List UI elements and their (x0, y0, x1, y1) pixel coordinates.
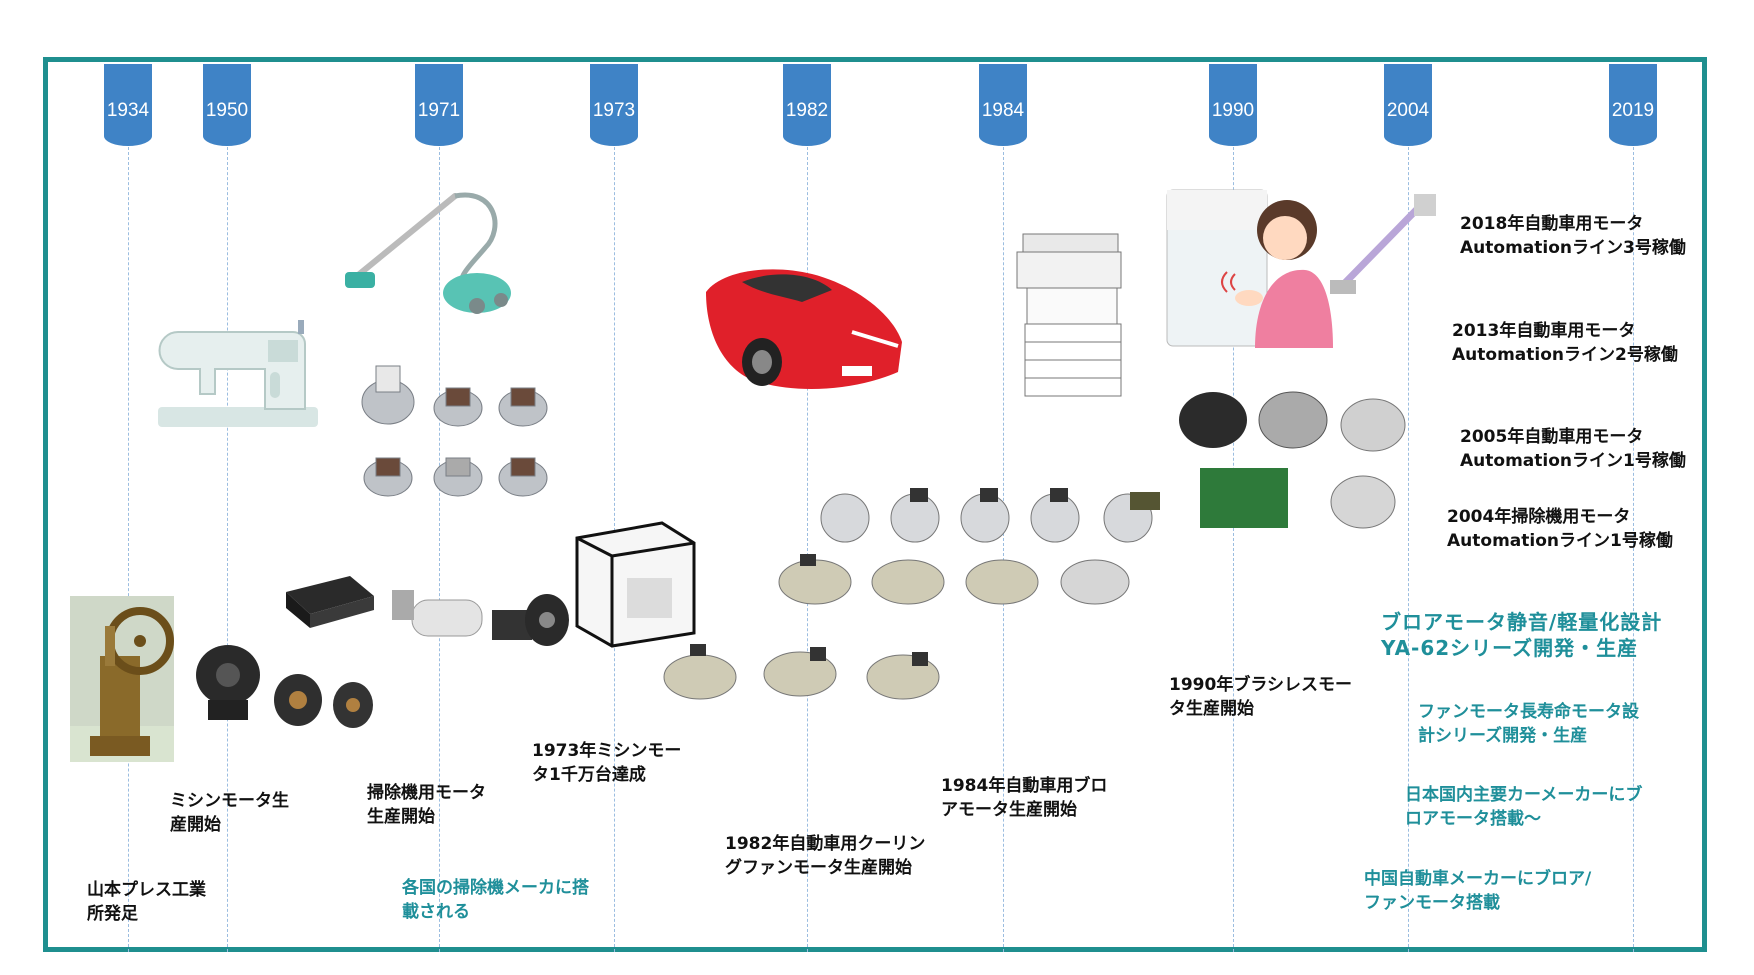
event-1971: 掃除機用モータ生産開始 (367, 781, 486, 829)
timeline-frame (43, 57, 1707, 952)
year-tab-1990: 1990 (1209, 64, 1257, 146)
event-1982: 1982年自動車用クーリングファンモータ生産開始 (725, 832, 925, 880)
guide-1984 (1003, 142, 1004, 952)
fan-motors (820, 488, 1160, 543)
red-car (706, 269, 902, 390)
foot-pedal (286, 576, 374, 628)
label-line: Automationライン3号稼働 (1460, 238, 1686, 258)
event-1950: ミシンモータ生産開始 (170, 789, 289, 837)
label-line: ブロアモータ静音/軽量化設計 (1381, 610, 1663, 634)
year-tab-1982: 1982 (783, 64, 831, 146)
label-line: 2004年掃除機用モータ (1447, 507, 1631, 527)
sewing-motors (196, 645, 373, 728)
label-line: 1984年自動車用ブロ (941, 776, 1108, 796)
year-label: 1934 (106, 100, 150, 121)
label-line: 掃除機用モータ (367, 783, 486, 803)
label-line: 載される (402, 902, 470, 922)
guide-2019 (1633, 142, 1634, 952)
year-label: 1973 (592, 100, 636, 121)
vacuum-cleaner (345, 192, 511, 314)
brushless-motors (1179, 391, 1406, 529)
year-tab-1973: 1973 (590, 64, 638, 146)
label-line: 2013年自動車用モータ (1452, 321, 1636, 341)
label-line: 産開始 (170, 815, 221, 835)
label-line: 各国の掃除機メーカに搭 (402, 878, 589, 898)
event-china-automakers: 中国自動車メーカーにブロア/ファンモータ搭載 (1364, 867, 1591, 915)
guide-1934 (128, 142, 129, 952)
year-label: 2004 (1386, 100, 1430, 121)
year-label: 2019 (1611, 100, 1655, 121)
label-line: グファンモータ生産開始 (725, 858, 912, 878)
event-2004: 2004年掃除機用モータ Automationライン1号稼働 (1447, 505, 1673, 553)
label-line: 日本国内主要カーメーカーにブ (1405, 785, 1643, 805)
label-line: 計シリーズ開発・生産 (1418, 726, 1588, 746)
label-line: 2018年自動車用モータ (1460, 214, 1644, 234)
girl-hand-dryer (1166, 189, 1333, 348)
press-machine (70, 596, 174, 762)
year-tab-1950: 1950 (203, 64, 251, 146)
guide-2004 (1408, 142, 1409, 952)
year-label: 1984 (981, 100, 1025, 121)
event-2005: 2005年自動車用モータ Automationライン1号稼働 (1460, 425, 1686, 473)
guide-1990 (1233, 142, 1234, 952)
year-label: 1950 (205, 100, 249, 121)
label-line: 2005年自動車用モータ (1460, 427, 1644, 447)
year-tab-1971: 1971 (415, 64, 463, 146)
guide-1982 (807, 142, 808, 952)
label-line: Automationライン1号稼働 (1447, 531, 1673, 551)
label-line: タ生産開始 (1169, 699, 1254, 719)
event-1984: 1984年自動車用ブロアモータ生産開始 (941, 774, 1107, 822)
guide-1950 (227, 142, 228, 952)
event-fan-design: ファンモータ長寿命モータ設計シリーズ開発・生産 (1418, 700, 1639, 748)
label-line: 生産開始 (367, 807, 435, 827)
sewing-motors-2 (392, 590, 569, 646)
label-line: ロアモータ搭載～ (1405, 809, 1541, 829)
label-line: 山本プレス工業 (87, 880, 206, 900)
label-line: YA-62シリーズ開発・生産 (1381, 636, 1639, 660)
event-japan-automakers: 日本国内主要カーメーカーにブロアモータ搭載～ (1405, 783, 1642, 831)
label-line: 中国自動車メーカーにブロア/ (1364, 869, 1592, 889)
label-line: ファンモータ搭載 (1364, 893, 1500, 913)
vacuum-motors (361, 365, 548, 497)
label-line: Automationライン2号稼働 (1452, 345, 1678, 365)
year-label: 1982 (785, 100, 829, 121)
guide-1971 (439, 142, 440, 952)
event-2018: 2018年自動車用モータ Automationライン3号稼働 (1460, 212, 1686, 260)
year-tab-1984: 1984 (979, 64, 1027, 146)
event-1934: 山本プレス工業所発足 (87, 878, 206, 926)
stick-vacuum (1330, 194, 1436, 294)
year-tab-2004: 2004 (1384, 64, 1432, 146)
year-tab-1934: 1934 (104, 64, 152, 146)
label-line: Automationライン1号稼働 (1460, 451, 1686, 471)
label-line: タ1千万台達成 (532, 765, 646, 785)
event-1971-export: 各国の掃除機メーカに搭載される (402, 876, 589, 924)
event-2013: 2013年自動車用モータ Automationライン2号稼働 (1452, 319, 1678, 367)
label-line: 1990年ブラシレスモー (1169, 675, 1352, 695)
label-line: アモータ生産開始 (941, 800, 1077, 820)
event-1990: 1990年ブラシレスモータ生産開始 (1169, 673, 1352, 721)
label-line: 所発足 (87, 904, 138, 924)
label-line: ミシンモータ生 (170, 791, 289, 811)
year-label: 1990 (1211, 100, 1255, 121)
event-1973: 1973年ミシンモータ1千万台達成 (532, 739, 681, 787)
label-line: 1973年ミシンモー (532, 741, 682, 761)
year-label: 1971 (417, 100, 461, 121)
label-line: ファンモータ長寿命モータ設 (1418, 702, 1639, 722)
label-line: 1982年自動車用クーリン (725, 834, 926, 854)
sewing-machine (158, 320, 318, 427)
year-tab-2019: 2019 (1609, 64, 1657, 146)
glass-case (575, 521, 696, 648)
blower-motors (663, 554, 1130, 700)
copier (1016, 233, 1122, 397)
